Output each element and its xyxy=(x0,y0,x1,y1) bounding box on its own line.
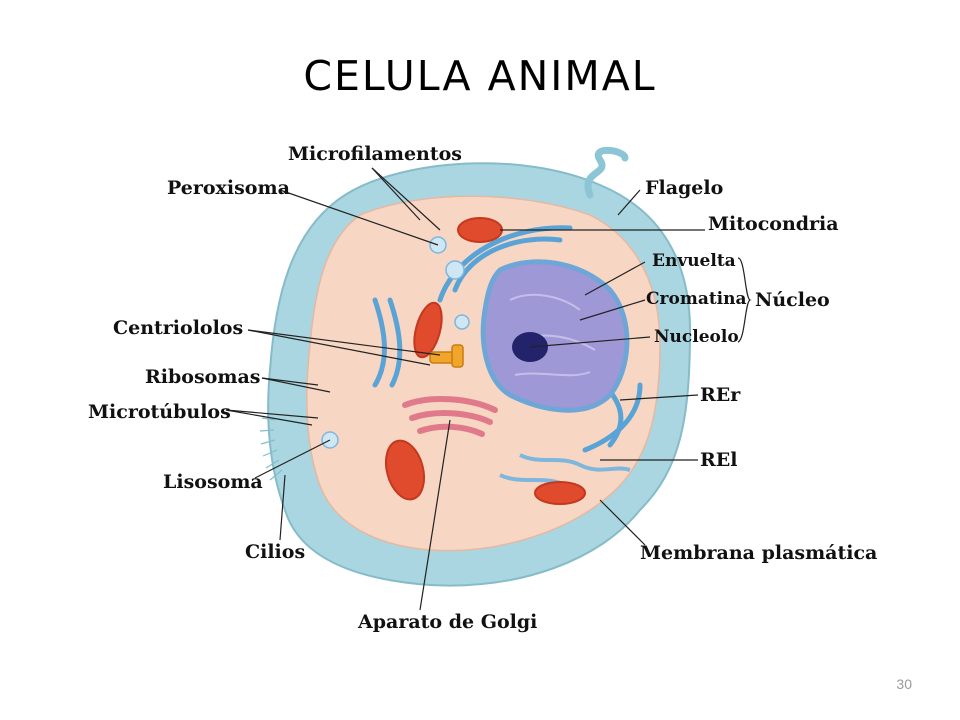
slide-title: CELULA ANIMAL xyxy=(303,52,657,100)
label-rel: REl xyxy=(700,449,738,471)
label-membrana-plasmatica: Membrana plasmática xyxy=(640,542,877,564)
mitochondria xyxy=(384,217,586,505)
golgi-apparatus xyxy=(402,395,498,437)
flagellum-shape xyxy=(584,146,629,199)
label-mitocondria: Mitocondria xyxy=(708,213,839,235)
label-peroxisoma: Peroxisoma xyxy=(167,177,290,199)
label-ribosomas: Ribosomas xyxy=(145,366,260,388)
label-nucleo: Núcleo xyxy=(755,289,830,311)
pointer-lines xyxy=(225,167,752,611)
label-cromatina: Cromatina xyxy=(646,289,747,309)
label-centriololos: Centriololos xyxy=(113,317,243,339)
label-cilios: Cilios xyxy=(245,541,305,563)
nucleus xyxy=(480,259,630,413)
label-microfilamentos: Microfilamentos xyxy=(288,143,462,165)
label-envuelta: Envuelta xyxy=(652,251,736,271)
label-rer: REr xyxy=(700,384,741,406)
label-lisosoma: Lisosoma xyxy=(163,471,263,493)
label-flagelo: Flagelo xyxy=(645,177,723,199)
label-nucleolo: Nucleolo xyxy=(654,327,739,347)
vesicles xyxy=(321,236,470,449)
label-microtubulos: Microtúbulos xyxy=(88,401,231,423)
cilia xyxy=(259,417,283,481)
page-number: 30 xyxy=(896,676,912,692)
label-aparato-de-golgi: Aparato de Golgi xyxy=(357,611,537,633)
